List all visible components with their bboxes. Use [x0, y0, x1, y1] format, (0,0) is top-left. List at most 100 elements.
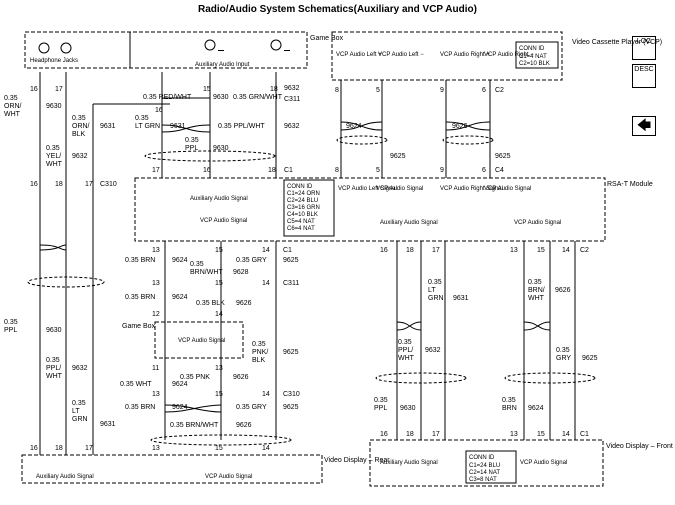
pin-rsa-aux-18: 18 — [406, 247, 414, 254]
wire-yel-wht-2: YEL/ — [46, 153, 61, 160]
vcp-pin-3-label: VCP Audio Right + — [440, 52, 490, 58]
wire-ppl-top: 0.35 — [185, 137, 199, 144]
pin-c4-8: 8 — [335, 167, 339, 174]
wire-orn-blk-3: BLK — [72, 131, 86, 138]
wire-brn-front-2: BRN — [502, 405, 517, 412]
pin-rsa-vcp-14: 14 — [562, 247, 570, 254]
pin-top-15: 15 — [203, 86, 211, 93]
wire-vcp-9626: 9626 — [452, 123, 468, 130]
wire-ppl-front-2: PPL — [374, 405, 387, 412]
wire-blk-b-circuit: 9626 — [236, 300, 252, 307]
connector-c310-left: C310 — [100, 181, 117, 188]
desc-label: DESC — [634, 66, 654, 73]
wire-blk-b: 0.35 BLK — [196, 300, 225, 307]
wire-pnk-blk-2: PNK/ — [252, 349, 268, 356]
pin-c1-16: 16 — [203, 167, 211, 174]
pin-c1-18: 18 — [268, 167, 276, 174]
rsa-conn-id-c4: C4=10 BLK — [287, 212, 318, 218]
wire-ppl-front-circuit: 9630 — [400, 405, 416, 412]
wire-ppl-wht-left: 0.35 — [46, 357, 60, 364]
wire-grn-wht: 0.35 GRN/WHT — [233, 94, 283, 101]
pin-c310-17: 17 — [85, 181, 93, 188]
pin-vcp-8: 8 — [335, 87, 339, 94]
wire-brn-wht-c: 0.35 BRN/WHT — [170, 422, 219, 429]
wire-ppl-wht-front: 0.35 — [398, 339, 412, 346]
wire-gry-front-circuit: 9625 — [582, 355, 598, 362]
wire-orn-wht-circuit: 9630 — [46, 103, 62, 110]
rear-display-outline — [21, 454, 323, 484]
pin-gamebox-13: 13 — [215, 365, 223, 372]
wire-ppl-wht-left-circuit: 9632 — [72, 365, 88, 372]
loc-button[interactable]: LOC — [632, 36, 656, 60]
loc-label: LOC — [636, 38, 652, 45]
front-conn-id-title: CONN ID — [469, 455, 495, 461]
front-aux-signal: Auxiliary Audio Signal — [380, 460, 438, 466]
desc-button[interactable]: DESC — [632, 64, 656, 88]
wire-lt-grn-left-circuit: 9631 — [100, 421, 116, 428]
wire-lt-grn-left-2: LT — [72, 408, 80, 415]
wire-pnk-circuit: 9626 — [233, 374, 249, 381]
ground-icon — [218, 50, 224, 51]
wire-ppl-wht-top: 0.35 PPL/WHT — [218, 123, 265, 130]
wire-ppl-left-2: PPL — [4, 327, 17, 334]
pin-rear-15: 15 — [215, 445, 223, 452]
wire-yel-wht-3: WHT — [46, 161, 63, 168]
pin-rear-14: 14 — [262, 445, 270, 452]
wire-pnk-blk-circuit: 9625 — [283, 349, 299, 356]
front-conn-id-c1: C1=24 BLU — [469, 463, 500, 469]
wire-brn-front: 0.35 — [502, 397, 516, 404]
rear-vcp-signal: VCP Audio Signal — [205, 474, 252, 480]
rsa-vcp-label-4: VCP Audio Signal — [484, 186, 531, 192]
pin-c4-5: 5 — [376, 167, 380, 174]
wire-red-wht-circuit: 9630 — [213, 94, 229, 101]
connector-c311-top: C311 — [284, 96, 300, 103]
wire-lt-grn-circuit: 9631 — [170, 123, 186, 130]
wire-lt-grn-front-circuit: 9631 — [453, 295, 469, 302]
connector-c310-mid: C310 — [283, 391, 300, 398]
wire-ppl-left: 0.35 — [4, 319, 18, 326]
back-button[interactable]: 🡄 — [632, 116, 656, 136]
wire-lt-grn-2: LT GRN — [135, 123, 160, 130]
pin-c311-16: 16 — [155, 107, 163, 114]
pin-gamebox-14: 14 — [215, 311, 223, 318]
wire-brn-wht-a-2: BRN/WHT — [190, 269, 223, 276]
wire-lt-grn-left-3: GRN — [72, 416, 88, 423]
wire-orn-wht: 0.35 — [4, 95, 18, 102]
wire-brn-wht-a-circuit: 9628 — [233, 269, 249, 276]
wire-ppl-top-2: PPL — [185, 145, 198, 152]
pin-c310-13: 13 — [152, 391, 160, 398]
vcp-outline — [331, 31, 563, 81]
pin-front-vcp-13: 13 — [510, 431, 518, 438]
front-display-title: Video Display – Front — [606, 443, 673, 450]
vcp-conn-id-c1: C1=4 NAT — [519, 54, 547, 60]
pin-c311-13: 13 — [152, 280, 160, 287]
wire-gry-a-circuit: 9625 — [283, 257, 299, 264]
rsa-vcp-label-2: VCP Audio Signal — [376, 186, 423, 192]
rsa-vcp-signal-right-label: VCP Audio Signal — [514, 220, 561, 226]
pin-rsa-15: 15 — [215, 247, 223, 254]
wire-lt-grn-left: 0.35 — [72, 400, 86, 407]
rsa-conn-id-c3: C3=16 GRN — [287, 205, 320, 211]
front-display-outline — [369, 439, 604, 487]
front-conn-id-c2: C2=14 NAT — [469, 470, 500, 476]
pin-rsa-aux-16: 16 — [380, 247, 388, 254]
wire-ppl-wht-left-2: PPL/ — [46, 365, 61, 372]
game-box-top-label: Game Box — [310, 35, 344, 42]
rsa-conn-id-title: CONN ID — [287, 184, 313, 190]
pin-rsa-aux-17: 17 — [432, 247, 440, 254]
rsa-conn-id-c1: C1=24 ORN — [287, 191, 320, 197]
vcp-conn-id-c2: C2=10 BLK — [519, 61, 550, 67]
vcp-conn-id-title: CONN ID — [519, 46, 545, 52]
front-conn-id-box — [465, 450, 517, 484]
pin-rear-aux-17: 17 — [85, 445, 93, 452]
connector-c311-mid: C311 — [283, 280, 299, 287]
pin-front-vcp-14: 14 — [562, 431, 570, 438]
wire-vcp-9624: 9624 — [346, 123, 362, 130]
wire-yel-wht-circuit: 9632 — [72, 153, 88, 160]
wire-ppl-wht-front-3: WHT — [398, 355, 415, 362]
wire-vcp-9625-a: 9625 — [390, 153, 406, 160]
pin-c310-15: 15 — [215, 391, 223, 398]
rsa-vcp-label-1: VCP Audio Left Signal — [338, 186, 397, 192]
pin-front-aux-17: 17 — [432, 431, 440, 438]
